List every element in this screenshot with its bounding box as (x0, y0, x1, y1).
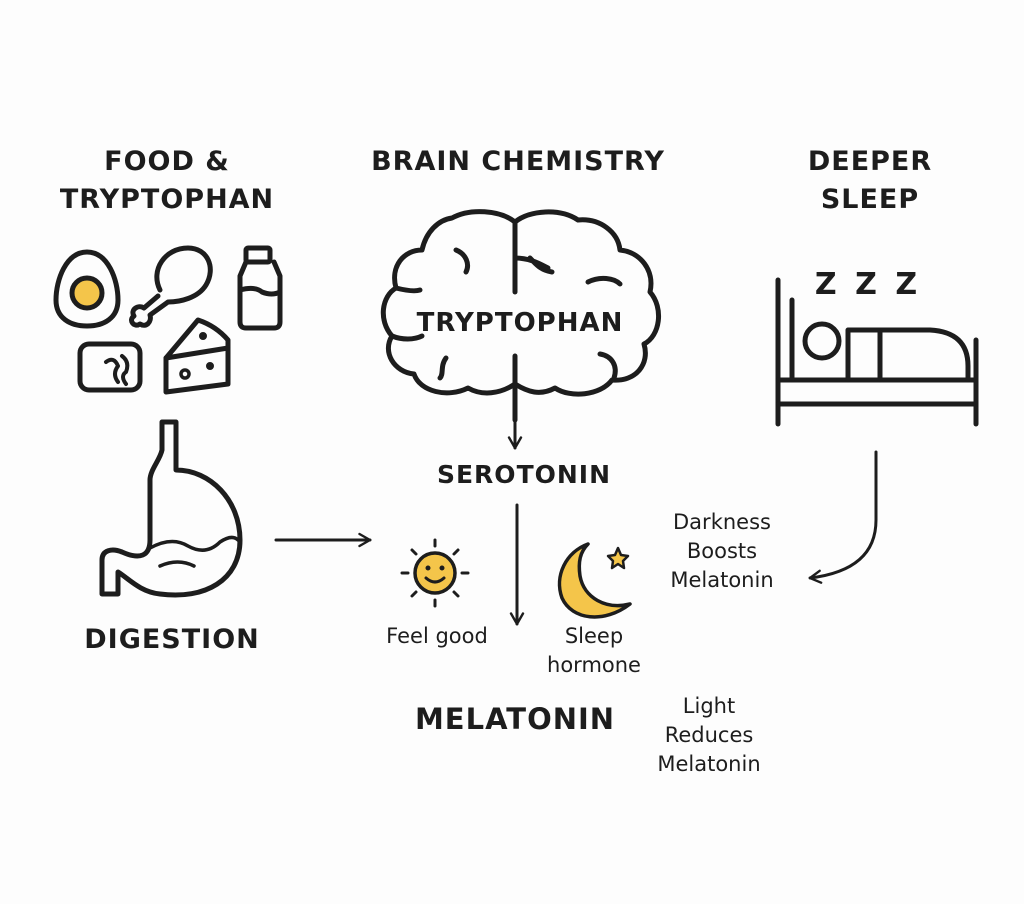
sleep-hormone-line1: Sleep (564, 624, 624, 648)
food-title-line1: FOOD & (104, 146, 230, 177)
light-line3: Melatonin (657, 752, 761, 776)
darkness-line3: Melatonin (670, 568, 774, 592)
meat-icon (77, 341, 143, 393)
milk-bottle-icon (237, 245, 283, 331)
darkness-line1: Darkness (673, 510, 771, 534)
brain-chemistry-title: BRAIN CHEMISTRY (371, 146, 665, 177)
food-title: FOOD & TRYPTOPHAN (60, 143, 274, 219)
darkness-caption: Darkness Boosts Melatonin (670, 508, 773, 595)
feel-good-caption: Feel good (386, 624, 488, 648)
light-line2: Reduces (664, 723, 754, 747)
stomach-icon (99, 419, 243, 598)
egg-icon (53, 249, 121, 329)
chicken-leg-icon (129, 245, 213, 328)
light-caption: Light Reduces Melatonin (657, 692, 760, 779)
sleep-hormone-caption: Sleep hormone (547, 622, 641, 680)
zzz-text: Z Z Z (814, 267, 922, 302)
brain-tryptophan-label: TRYPTOPHAN (416, 308, 624, 338)
sleep-title: DEEPER SLEEP (808, 143, 932, 219)
moon-star-icon (557, 542, 632, 619)
food-title-line2: TRYPTOPHAN (59, 184, 275, 215)
sleep-title-line1: DEEPER (807, 146, 933, 177)
sleep-title-line2: SLEEP (820, 184, 920, 215)
sleep-hormone-line2: hormone (547, 653, 641, 677)
cheese-icon (163, 317, 231, 395)
darkness-line2: Boosts (686, 539, 758, 563)
bed-sleeper-icon (775, 277, 979, 427)
serotonin-label: SEROTONIN (436, 460, 612, 489)
digestion-label: DIGESTION (84, 624, 260, 655)
arrow-sleep-to-darkness (808, 450, 878, 584)
sun-icon (400, 538, 470, 608)
melatonin-label: MELATONIN (414, 702, 616, 736)
light-line1: Light (682, 694, 736, 718)
brain-icon (380, 209, 662, 423)
